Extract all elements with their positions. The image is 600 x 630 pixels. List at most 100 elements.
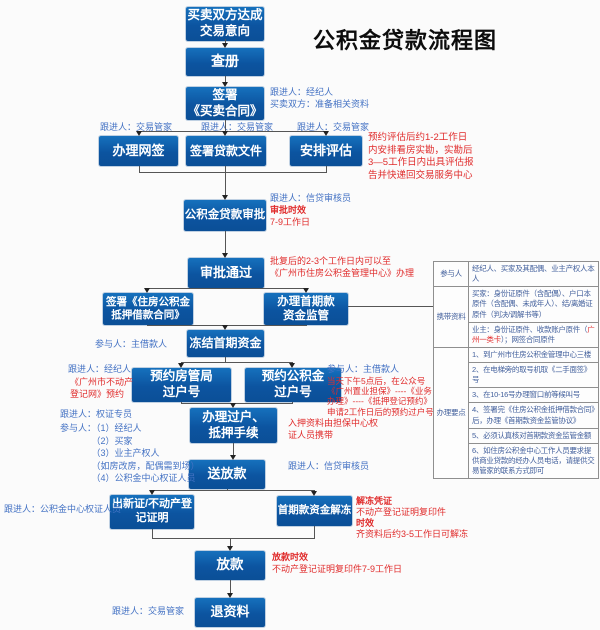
table-point-4: 4、签署完《住房公积金抵押借款合同》后，办理《首期款资金监管协议》 <box>469 402 598 427</box>
flow-box-sign-mortgage-contract: 签署《住房公积金 抵押借款合同》 <box>103 293 193 325</box>
table-point-1: 1、到广州市住房公积金管理中心三楼 <box>472 349 592 359</box>
note-unfreeze-title: 解冻凭证 <box>356 496 393 506</box>
note-unfreeze-sla-title: 时效 <box>356 518 375 528</box>
flow-connector-line <box>225 76 226 82</box>
arrow-down-icon <box>221 131 228 136</box>
note-appraisal-sla: 预约评估后约1-2工作日 内安排看房实勘，实勘后 3—5工作日内出具评估报 告并… <box>368 132 474 181</box>
note-follow-manager-1: 跟进人：交易管家 <box>100 122 173 132</box>
flow-box-send-for-lending: 送放款 <box>189 460 265 489</box>
arrow-down-icon <box>221 195 228 200</box>
materials-owner-highlight: 广州一类卡 <box>472 324 595 344</box>
arrow-down-icon <box>310 491 317 496</box>
arrow-down-icon <box>302 288 309 293</box>
table-label-materials: 携带资料 <box>434 287 469 347</box>
flow-box-transfer-and-mortgage: 办理过户、 抵押手续 <box>190 408 277 443</box>
table-point-3: 3、在10-16号办理窗口前等候叫号 <box>469 387 598 402</box>
arrow-down-icon <box>229 403 236 408</box>
note-loan-sla-title: 放款时效 <box>272 552 309 562</box>
note-contract-follow: 跟进人：经纪人 买卖双方：准备相关资料 <box>270 87 370 109</box>
flow-box-title-search: 查册 <box>186 48 264 76</box>
flow-box-freeze-downpayment: 冻结首期资金 <box>187 330 264 357</box>
flow-connector-line <box>348 306 433 307</box>
arrow-down-icon <box>226 593 233 598</box>
arrow-down-icon <box>221 325 228 330</box>
flow-box-book-housing-bureau-number: 预约房管局 过户号 <box>132 368 231 402</box>
flow-connector-line <box>152 529 153 538</box>
arrow-down-icon <box>148 490 155 495</box>
note-approved: 批复后的2-3个工作日内可以至 《广州市住房公积金管理中心》办理 <box>270 256 415 278</box>
note-return-follow: 跟进人：交易管家 <box>112 606 185 616</box>
flow-connector-line <box>139 166 140 173</box>
materials-owner-text: 业主：身份证原件、收款账户原件（ <box>472 324 588 334</box>
flow-connector-line <box>314 526 315 538</box>
flow-connector-line <box>233 443 234 455</box>
flow-box-approval-passed: 审批通过 <box>188 258 264 288</box>
arrow-down-icon <box>221 82 228 87</box>
requirements-table: 参与人 经纪人、买家及其配偶、业主产权人本人 携带资料 买家：身份证原件（含配偶… <box>433 261 599 480</box>
flow-connector-line <box>139 172 327 173</box>
table-point-6: 6、如住房公积金中心工作人员要求提供商业贷款的经办人员电话，请提供交易管家的联系… <box>469 442 598 478</box>
flow-connector-line <box>225 172 226 195</box>
note-transfer-follow: 跟进人：权证专员 <box>60 409 133 419</box>
arrow-down-icon <box>322 131 329 136</box>
arrow-down-icon <box>229 455 236 460</box>
flow-box-book-fund-center-number: 预约公积金 过户号 <box>245 368 341 402</box>
flow-box-sign-loan-docs: 签署贷款文件 <box>186 136 266 166</box>
note-follow-manager-3: 跟进人：交易管家 <box>297 122 370 132</box>
flow-box-sign-sale-contract: 签署 《买卖合同》 <box>186 87 264 120</box>
table-label-participants: 参与人 <box>434 262 469 287</box>
note-fund-number-booking: 当天下午5点后，在公众号 《广州置业担保》----《业务 办理》----《抵押登… <box>327 376 434 417</box>
note-unfreeze-doc: 不动产登记证明复印件 <box>356 507 447 517</box>
flow-connector-line <box>181 362 293 363</box>
note-loan-sla: 不动产登记证明复印件7-9工作日 <box>272 564 403 574</box>
arrow-down-icon <box>177 363 184 368</box>
flow-connector-line <box>139 131 327 132</box>
flow-connector-line <box>225 120 226 131</box>
flow-box-deal-intent: 买卖双方达成 交易意向 <box>186 7 264 41</box>
table-point-2: 2、在电梯旁的取号机取《二手面签》号 <box>469 362 598 387</box>
note-newcert-follow: 跟进人：公积金中心权证人员 <box>4 504 122 514</box>
flow-connector-line <box>152 490 315 491</box>
flow-box-unfreeze-downpayment: 首期款资金解冻 <box>277 496 352 526</box>
table-value-participants: 经纪人、买家及其配偶、业主产权人本人 <box>472 264 595 284</box>
arrow-down-icon <box>226 546 233 551</box>
arrow-down-icon <box>221 253 228 258</box>
flow-connector-line <box>225 231 226 253</box>
note-approval-follow: 跟进人：信贷审核员 <box>270 193 352 203</box>
arrow-down-icon <box>143 288 150 293</box>
arrow-down-icon <box>135 131 142 136</box>
table-point-5: 5、必须认真核对首期款资金监管金额 <box>469 427 598 443</box>
flow-connector-line <box>225 39 226 44</box>
flow-connector-line <box>147 288 307 289</box>
note-follow-manager-2: 跟进人：交易管家 <box>201 122 274 132</box>
flow-box-online-sign: 办理网签 <box>99 136 178 166</box>
arrow-down-icon <box>288 363 295 368</box>
table-row-participants: 参与人 经纪人、买家及其配偶、业主产权人本人 <box>434 262 598 287</box>
note-approval-sla-title: 审批时效 <box>270 205 307 215</box>
note-transfer-participants: 参与人：（1）经纪人 （2）买家 （3）业主产权人 （如房改房，配偶需到场） （… <box>60 423 200 484</box>
flow-box-downpayment-escrow: 办理首期款 资金监管 <box>264 293 348 325</box>
flow-box-loan-release: 放款 <box>195 551 265 580</box>
note-housing-bureau-follow: 跟进人：经纪人 <box>68 364 132 374</box>
materials-owner-text-2: ）；网签合同原件 <box>500 334 555 344</box>
flow-connector-line <box>225 166 226 173</box>
arrow-down-icon <box>221 43 228 48</box>
note-unfreeze-sla: 齐资料后约3-5工作日可解冻 <box>356 529 469 539</box>
table-value-materials-owner: 业主：身份证原件、收款账户原件（广州一类卡）；网签合同原件 <box>469 321 598 347</box>
note-pledge-materials: 入押资料由担保中心权 证人员携带 <box>288 418 379 440</box>
note-fund-number-participant: 参与人：主借款人 <box>327 364 400 374</box>
note-freeze-participant: 参与人：主借款人 <box>95 339 168 349</box>
flow-box-new-certificate: 出新证/不动产登 记证明 <box>110 495 194 529</box>
note-sendloan-follow: 跟进人：信贷审核员 <box>288 461 370 471</box>
note-housing-bureau-booking: 《广州市不动产 登记网》预约 <box>70 377 134 399</box>
flow-box-return-documents: 退资料 <box>195 598 265 627</box>
flow-connector-line <box>230 538 231 546</box>
table-row-key-points: 办理要点 1、到广州市住房公积金管理中心三楼 2、在电梯旁的取号机取《二手面签》… <box>434 346 598 479</box>
flow-box-arrange-appraisal: 安排评估 <box>290 136 362 166</box>
flow-connector-line <box>326 166 327 173</box>
note-approval-sla: 7-9工作日 <box>270 217 311 227</box>
flow-connector-line <box>152 538 315 539</box>
flow-connector-line <box>225 357 226 362</box>
table-label-key-points: 办理要点 <box>434 347 469 479</box>
table-value-materials-buyer: 买家：身份证原件（含配偶）、户口本原件（含配偶、未成年人）、结/离婚证原件（判决… <box>472 289 593 319</box>
